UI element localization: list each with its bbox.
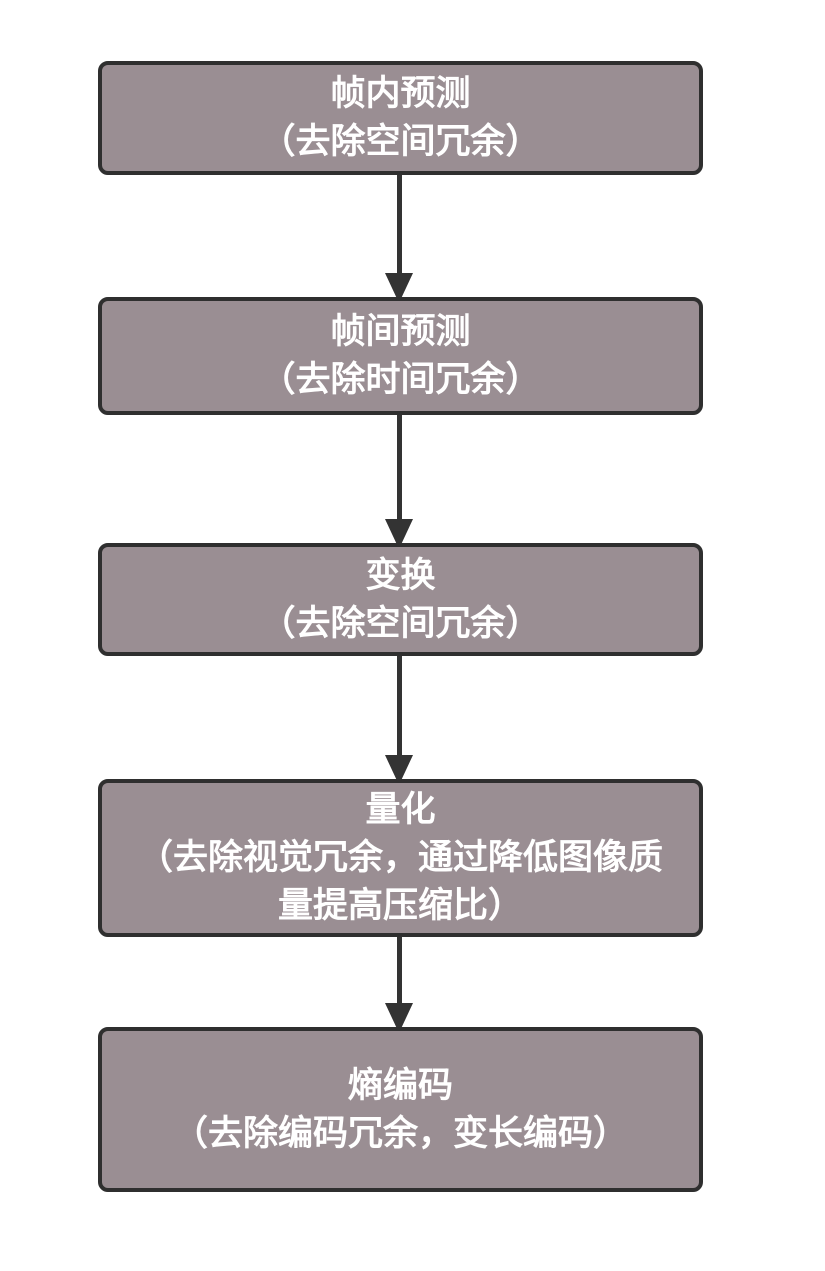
node-subtitle: （去除时间冗余） <box>260 360 541 399</box>
node-title: 量化 <box>365 790 436 829</box>
node-subtitle: （去除空间冗余） <box>260 122 541 161</box>
flow-node-inter-prediction: 帧间预测 （去除时间冗余） <box>98 297 703 415</box>
flow-arrow-3 <box>385 656 413 785</box>
flow-arrow-4 <box>385 937 413 1033</box>
flow-node-quantization: 量化 （去除视觉冗余，通过降低图像质量提高压缩比） <box>98 779 703 937</box>
flow-node-intra-prediction: 帧内预测 （去除空间冗余） <box>98 61 703 175</box>
arrow-line <box>396 415 402 523</box>
node-title: 熵编码 <box>347 1065 453 1105</box>
flow-node-entropy-coding: 熵编码 （去除编码冗余，变长编码） <box>98 1027 703 1192</box>
node-subtitle: （去除空间冗余） <box>260 603 541 643</box>
flow-arrow-2 <box>385 415 413 549</box>
node-title: 变换 <box>365 555 436 595</box>
flow-node-transform: 变换 （去除空间冗余） <box>98 543 703 656</box>
node-subtitle: （去除编码冗余，变长编码） <box>172 1113 628 1153</box>
arrow-line <box>396 937 402 1007</box>
node-subtitle: （去除视觉冗余，通过降低图像质量提高压缩比） <box>137 838 663 925</box>
arrow-line <box>396 175 402 277</box>
node-title: 帧内预测 <box>330 74 471 113</box>
arrow-line <box>396 656 402 759</box>
node-title: 帧间预测 <box>330 312 471 351</box>
flow-arrow-1 <box>385 175 413 303</box>
